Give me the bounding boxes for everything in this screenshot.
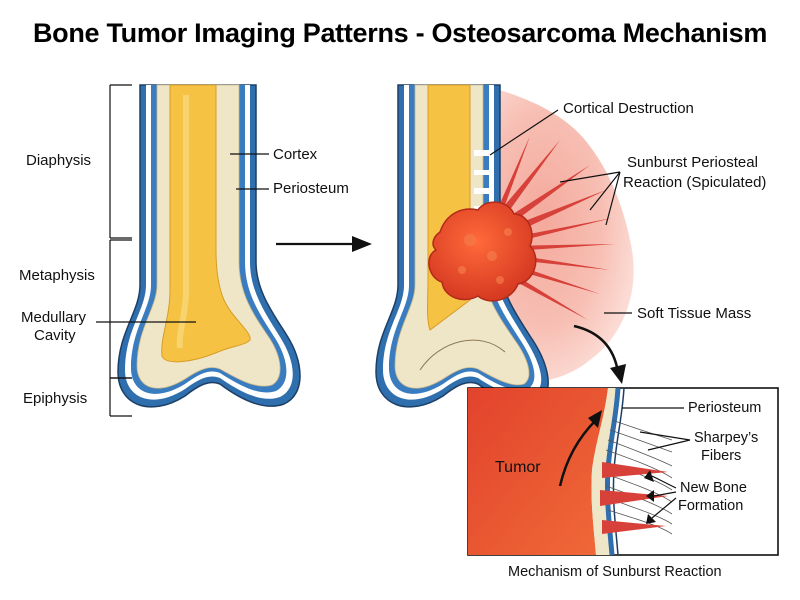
normal-bone [117, 84, 301, 408]
inset-pointer-arrow [573, 324, 626, 384]
label-cortical-destruction: Cortical Destruction [563, 100, 694, 117]
label-sunburst-line1: Sunburst Periosteal [627, 154, 758, 171]
label-diaphysis: Diaphysis [26, 152, 91, 169]
label-medullary-cavity-line2: Cavity [34, 327, 76, 344]
label-periosteum-left: Periosteum [273, 180, 349, 197]
label-metaphysis: Metaphysis [19, 267, 95, 284]
inset-mechanism [467, 387, 779, 556]
inset-new-bone-line2: Formation [678, 498, 743, 514]
label-soft-tissue-mass: Soft Tissue Mass [637, 305, 751, 322]
label-sunburst-line2: Reaction (Spiculated) [623, 174, 766, 191]
inset-sharpeys-line1: Sharpey’s [694, 430, 758, 446]
tumor-mass [428, 201, 537, 302]
leader-cortical-destruction [489, 109, 559, 156]
new-bone-arrows [644, 470, 677, 524]
inset-caption: Mechanism of Sunburst Reaction [508, 564, 722, 580]
leader-sharpeys [639, 431, 691, 451]
inset-sharpeys-line2: Fibers [701, 448, 741, 464]
inset-tumor-label: Tumor [495, 459, 541, 476]
label-cortex: Cortex [273, 146, 318, 163]
tumor-bone [375, 84, 634, 408]
transition-arrow [276, 236, 372, 252]
inset-periosteum-label: Periosteum [688, 400, 761, 416]
label-epiphysis: Epiphysis [23, 390, 87, 407]
region-brackets [109, 84, 132, 417]
inset-new-bone-line1: New Bone [680, 480, 747, 496]
leader-sunburst [559, 171, 621, 226]
page-title: Bone Tumor Imaging Patterns - Osteosarco… [32, 18, 768, 48]
label-medullary-cavity-line1: Medullary [21, 309, 87, 326]
